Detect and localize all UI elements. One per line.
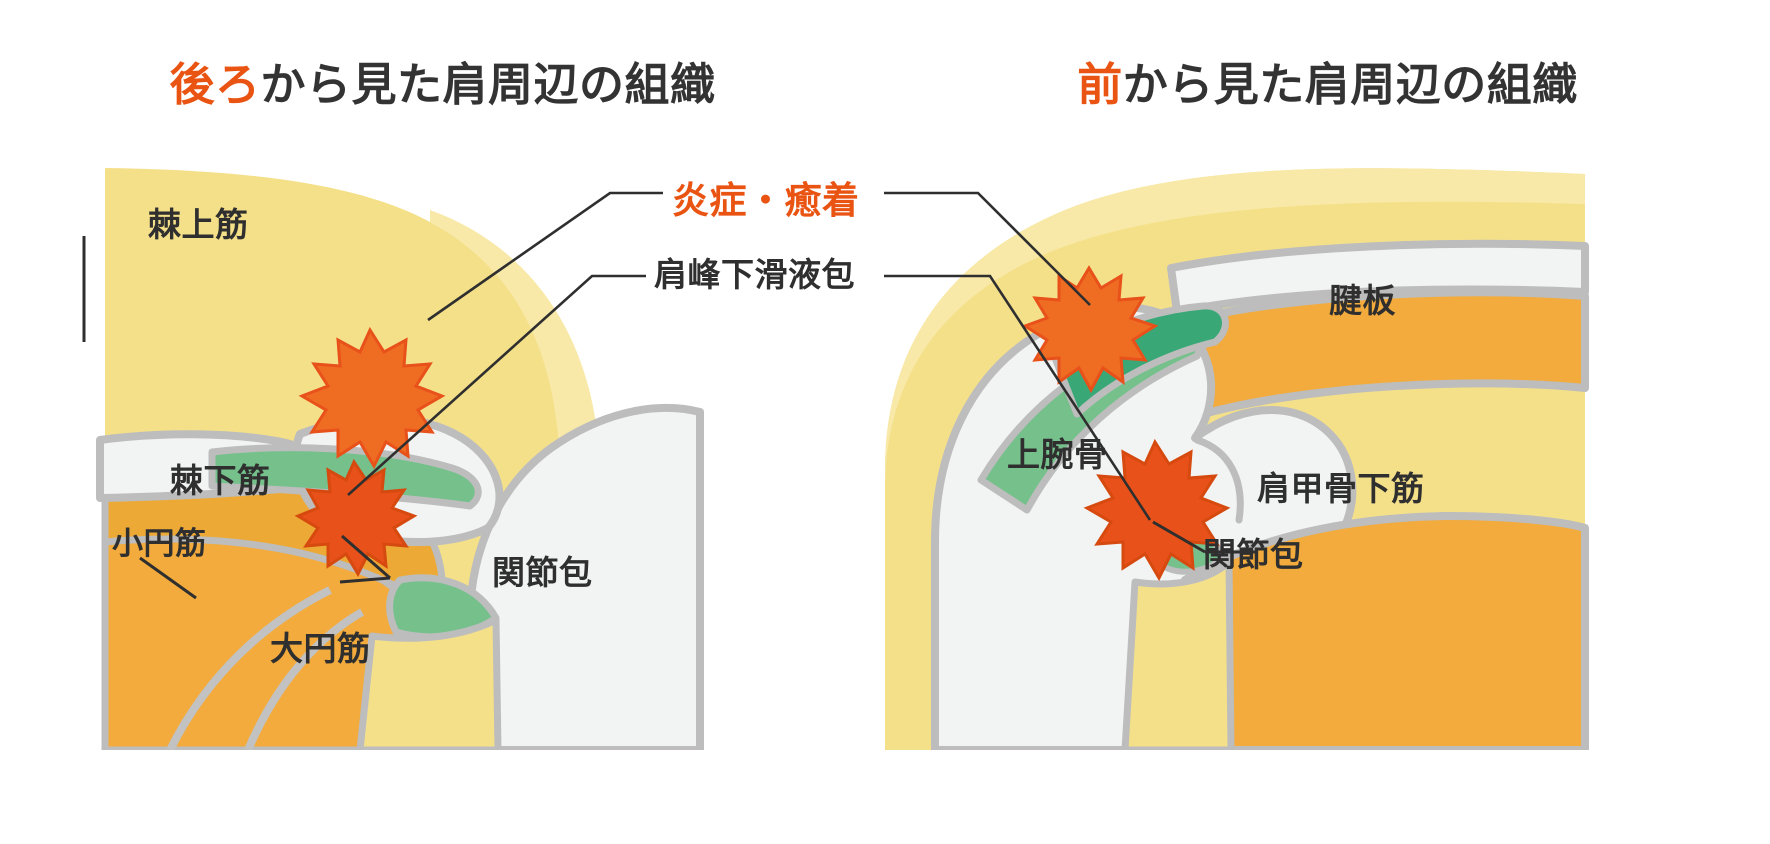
label-humerus: 上腕骨 xyxy=(1007,436,1108,473)
label-supraspinatus: 棘上筋 xyxy=(148,206,249,243)
leader-line-joint-capsule-left xyxy=(339,576,391,584)
label-teres-major: 大円筋 xyxy=(270,630,371,667)
skin-layer-right-outer xyxy=(885,168,1585,490)
inner-tissue-right xyxy=(1121,558,1235,750)
teres-major-strand xyxy=(244,608,364,750)
leader-line-joint-capsule-right xyxy=(1152,520,1206,554)
panel-anterior-view: 前から見た肩周辺の組織 xyxy=(885,0,1770,844)
panel-left-title-rest: から見た肩周辺の組織 xyxy=(260,59,716,110)
leader-line-joint-capsule-left-2 xyxy=(341,534,391,580)
label-inflammation: 炎症・癒着 xyxy=(672,180,860,221)
panel-right-title-accent: 前 xyxy=(1077,59,1123,110)
inner-tissue-left xyxy=(356,616,502,750)
panel-left-title-accent: 後ろ xyxy=(169,59,261,110)
label-teres-minor: 小円筋 xyxy=(112,526,207,561)
bicipital-groove-line xyxy=(1193,436,1244,524)
panel-right-title-rest: から見た肩周辺の組織 xyxy=(1122,59,1578,110)
label-tendon-plate: 腱板 xyxy=(1329,282,1396,319)
label-infraspinatus: 棘下筋 xyxy=(170,462,271,499)
label-joint-capsule-right: 関節包 xyxy=(1203,536,1304,573)
label-subscapularis: 肩甲骨下筋 xyxy=(1257,470,1425,507)
label-joint-capsule-left: 関節包 xyxy=(492,554,593,591)
teres-minor-strand xyxy=(166,586,332,750)
panel-right-title: 前から見た肩周辺の組織 xyxy=(885,48,1770,113)
clavicle-bone xyxy=(1167,239,1589,316)
leader-line-teres-minor xyxy=(139,556,197,600)
panel-posterior-view: 後ろから見た肩周辺の組織 xyxy=(0,48,885,750)
subscapularis-muscle xyxy=(1181,512,1589,750)
panel-left-title: 後ろから見た肩周辺の組織 xyxy=(0,48,885,113)
label-subacromial-bursa: 肩峰下滑液包 xyxy=(654,256,855,293)
posterior-shoulder-illustration xyxy=(0,150,885,750)
